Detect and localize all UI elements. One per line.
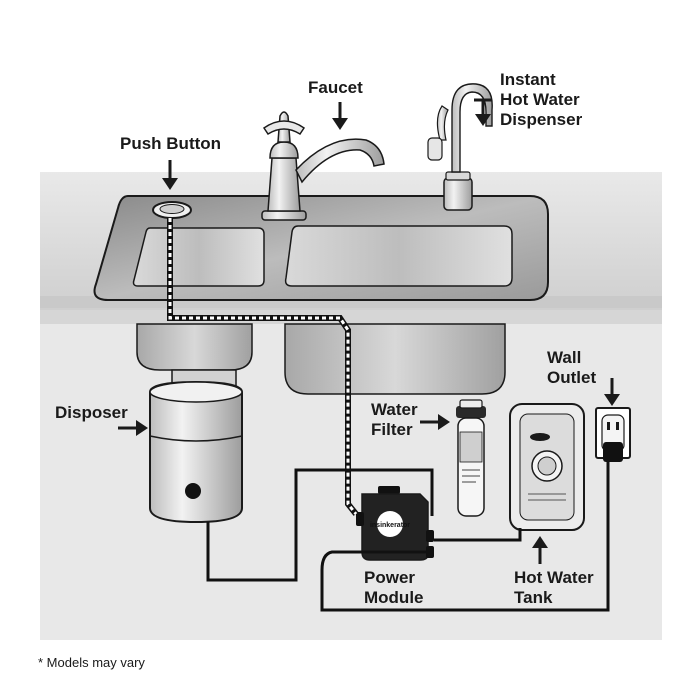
brand-logo: insinkerator <box>370 522 410 529</box>
pointer-arrows <box>118 98 620 564</box>
svg-text:insinkerator: insinkerator <box>370 522 410 529</box>
wall-outlet-label: Wall Outlet <box>547 348 597 387</box>
faucet-label: Faucet <box>308 78 363 97</box>
models-may-vary-footnote: * Models may vary <box>38 655 145 670</box>
under-sink-bowls <box>136 323 506 395</box>
arrow-down-icon <box>332 102 348 130</box>
arrow-down-icon <box>474 98 492 126</box>
hot-water-dispenser-fixture <box>427 83 493 211</box>
push-button-label: Push Button <box>120 134 222 153</box>
wall-outlet-device <box>595 407 631 462</box>
sink <box>93 195 549 301</box>
arrow-down-icon <box>162 160 178 190</box>
water-filter-label: Water Filter <box>371 400 418 439</box>
power-module-device <box>356 486 434 561</box>
push-button-device <box>152 201 192 219</box>
hot-water-tank-device <box>509 403 585 531</box>
instant-hot-water-dispenser-label: Instant Hot Water Dispenser <box>500 70 583 129</box>
tank-power-cable <box>434 528 522 542</box>
disposer-device <box>149 369 243 524</box>
cables <box>167 218 610 612</box>
disposer-label: Disposer <box>55 403 128 422</box>
arrow-up-icon <box>532 536 548 564</box>
water-filter-device <box>456 399 486 517</box>
hot-water-tank-label: Hot Water Tank <box>514 568 594 607</box>
arrow-down-icon <box>604 378 620 406</box>
faucet-fixture <box>261 111 385 221</box>
arrow-right-icon <box>118 420 148 436</box>
disposer-power-cable <box>206 468 434 582</box>
module-to-outlet-cable <box>320 462 610 612</box>
push-button-air-line <box>167 218 359 516</box>
arrow-right-icon <box>420 414 450 430</box>
power-module-label: Power Module <box>364 568 424 607</box>
